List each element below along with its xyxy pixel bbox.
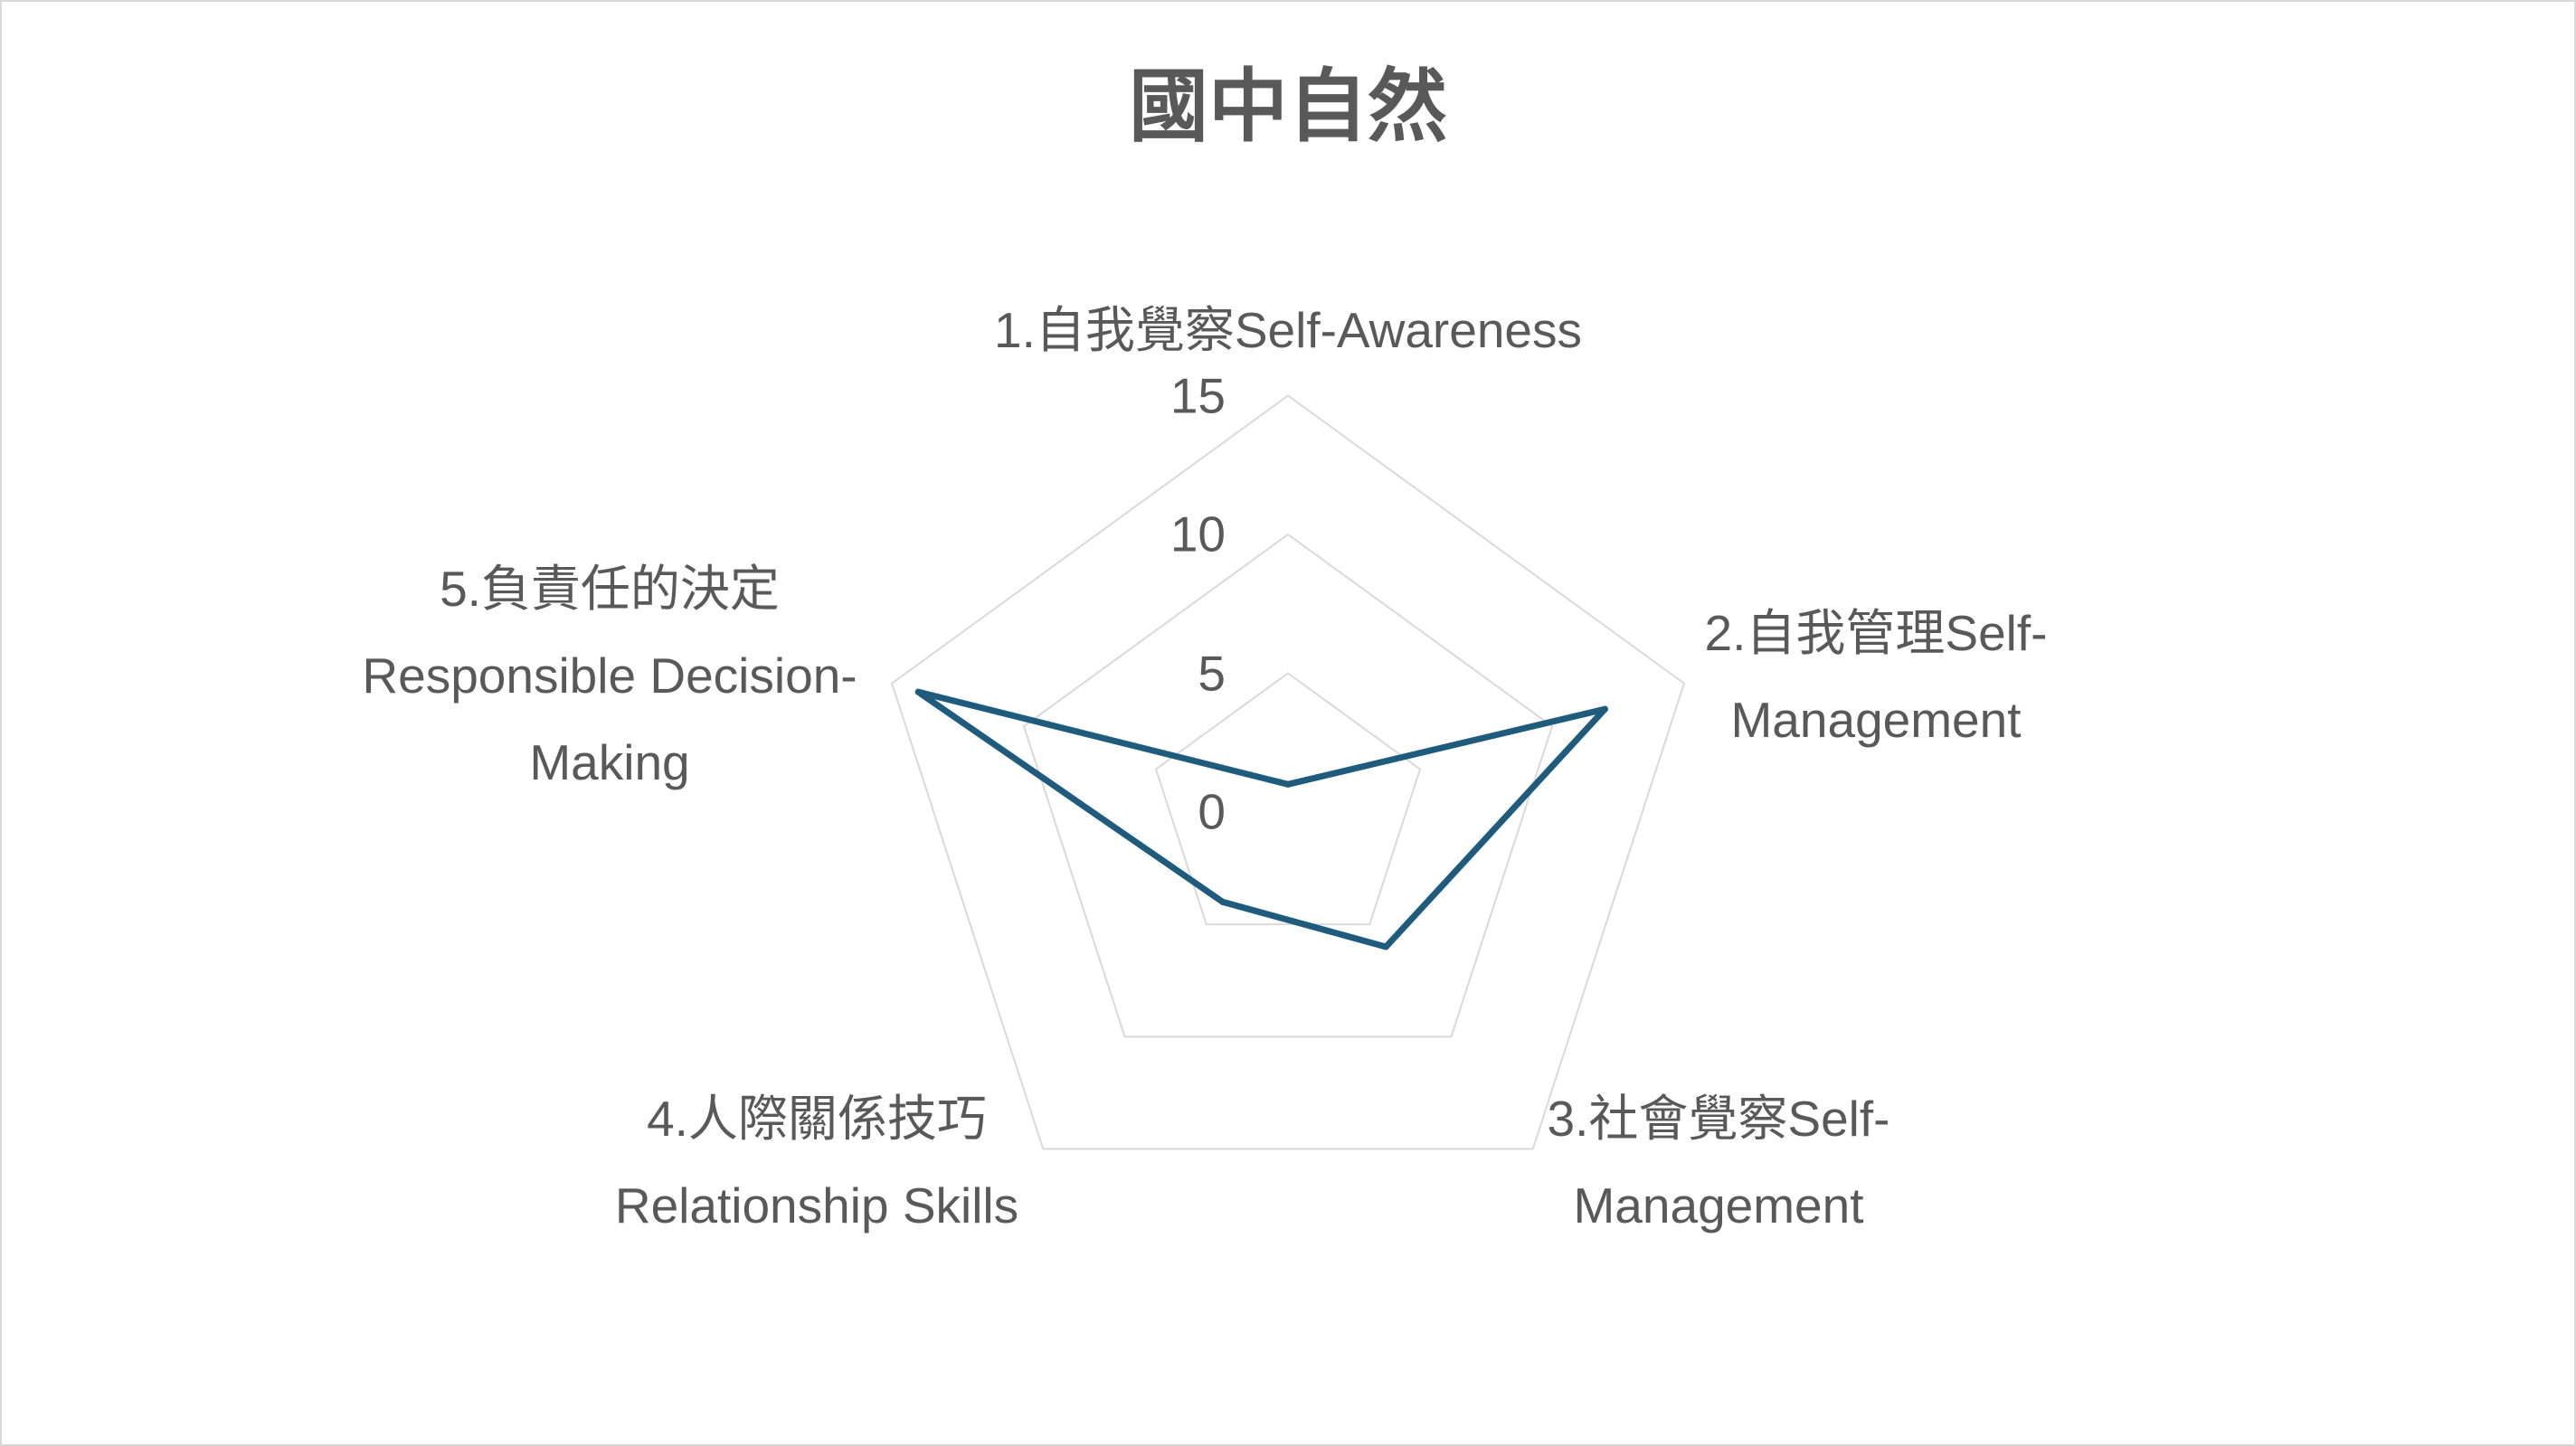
category-label-line: Making <box>529 734 690 790</box>
series-line <box>914 688 1608 950</box>
category-label-line: Management <box>1730 692 2022 748</box>
grid-ring-5 <box>1154 672 1422 926</box>
category-label-line: Management <box>1573 1177 1864 1233</box>
category-label-line: Relationship Skills <box>614 1177 1019 1233</box>
category-label-line: Responsible Decision- <box>362 647 857 704</box>
category-label-relationship-skills: 4.人際關係技巧 Relationship Skills <box>615 1075 1018 1249</box>
grid-layer <box>890 394 1686 1150</box>
category-label-self-awareness: 1.自我覺察Self-Awareness <box>994 287 1582 373</box>
data-point-1 <box>1284 780 1292 788</box>
category-label-line: 2.自我管理Self- <box>1704 605 2048 661</box>
category-label-line: 1.自我覺察Self-Awareness <box>993 302 1583 358</box>
data-point-2 <box>1601 705 1608 713</box>
category-label-line: 3.社會覺察Self- <box>1547 1091 1890 1147</box>
tick-label-5: 5 <box>1198 645 1226 701</box>
data-point-3 <box>1382 943 1389 950</box>
grid-ring-10 <box>1022 533 1554 1038</box>
category-label-responsible-decision-making: 5.負責任的決定 Responsible Decision- Making <box>362 545 857 806</box>
data-point-5 <box>914 688 922 695</box>
grid-ring-15 <box>890 394 1686 1150</box>
tick-label-10: 10 <box>1170 506 1226 562</box>
tick-label-15: 15 <box>1170 367 1226 423</box>
category-label-self-management: 2.自我管理Self- Management <box>1705 590 2048 763</box>
category-label-line: 5.負責任的決定 <box>440 561 780 617</box>
category-label-line: 4.人際關係技巧 <box>647 1091 987 1147</box>
category-label-social-awareness: 3.社會覺察Self- Management <box>1548 1075 1890 1249</box>
series-layer <box>914 688 1608 950</box>
tick-label-0: 0 <box>1198 783 1226 840</box>
data-point-4 <box>1219 898 1226 905</box>
chart-title: 國中自然 <box>1128 61 1448 151</box>
